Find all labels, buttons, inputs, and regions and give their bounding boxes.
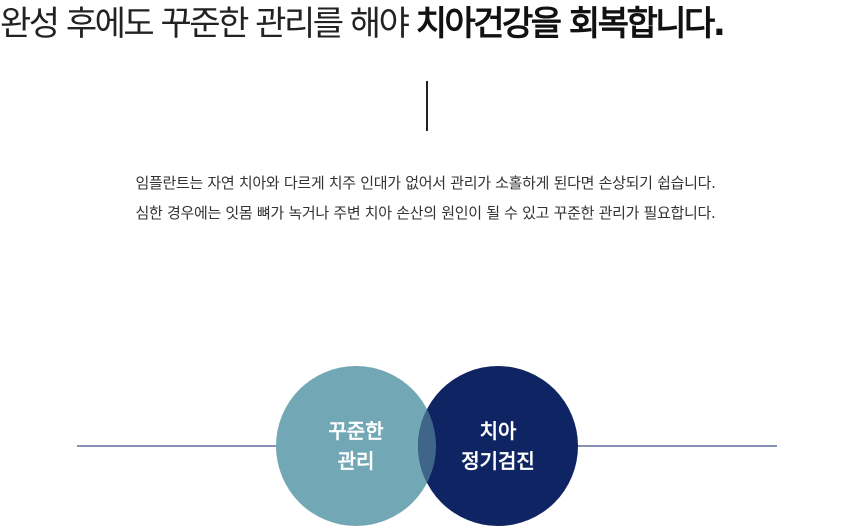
description-line-2: 심한 경우에는 잇몸 뼈가 녹거나 주변 치아 손산의 원인이 될 수 있고 꾸… <box>135 204 716 222</box>
description: 임플란트는 자연 치아와 다르게 치주 인대가 없어서 관리가 소홀하게 된다면… <box>0 168 851 228</box>
circle-consistent-care: 꾸준한 관리 <box>276 366 436 526</box>
headline-light: 완성 후에도 꾸준한 관리를 해야 <box>0 4 416 44</box>
circle-2-line-1: 치아 <box>479 419 517 443</box>
circle-1-line-2: 관리 <box>337 449 375 473</box>
circle-2-line-2: 정기검진 <box>461 449 535 473</box>
circle-1-line-1: 꾸준한 <box>328 419 384 443</box>
headline-bold: 치아건강을 회복합니다. <box>415 4 726 44</box>
circle-consistent-care-label: 꾸준한 관리 <box>328 416 383 476</box>
circle-regular-checkup-label: 치아 정기검진 <box>461 416 535 476</box>
vertical-divider <box>426 81 428 131</box>
description-line-1: 임플란트는 자연 치아와 다르게 치주 인대가 없어서 관리가 소홀하게 된다면… <box>135 174 716 192</box>
page-headline: 완성 후에도 꾸준한 관리를 해야 치아건강을 회복합니다. <box>0 2 851 46</box>
circle-regular-checkup: 치아 정기검진 <box>418 366 578 526</box>
